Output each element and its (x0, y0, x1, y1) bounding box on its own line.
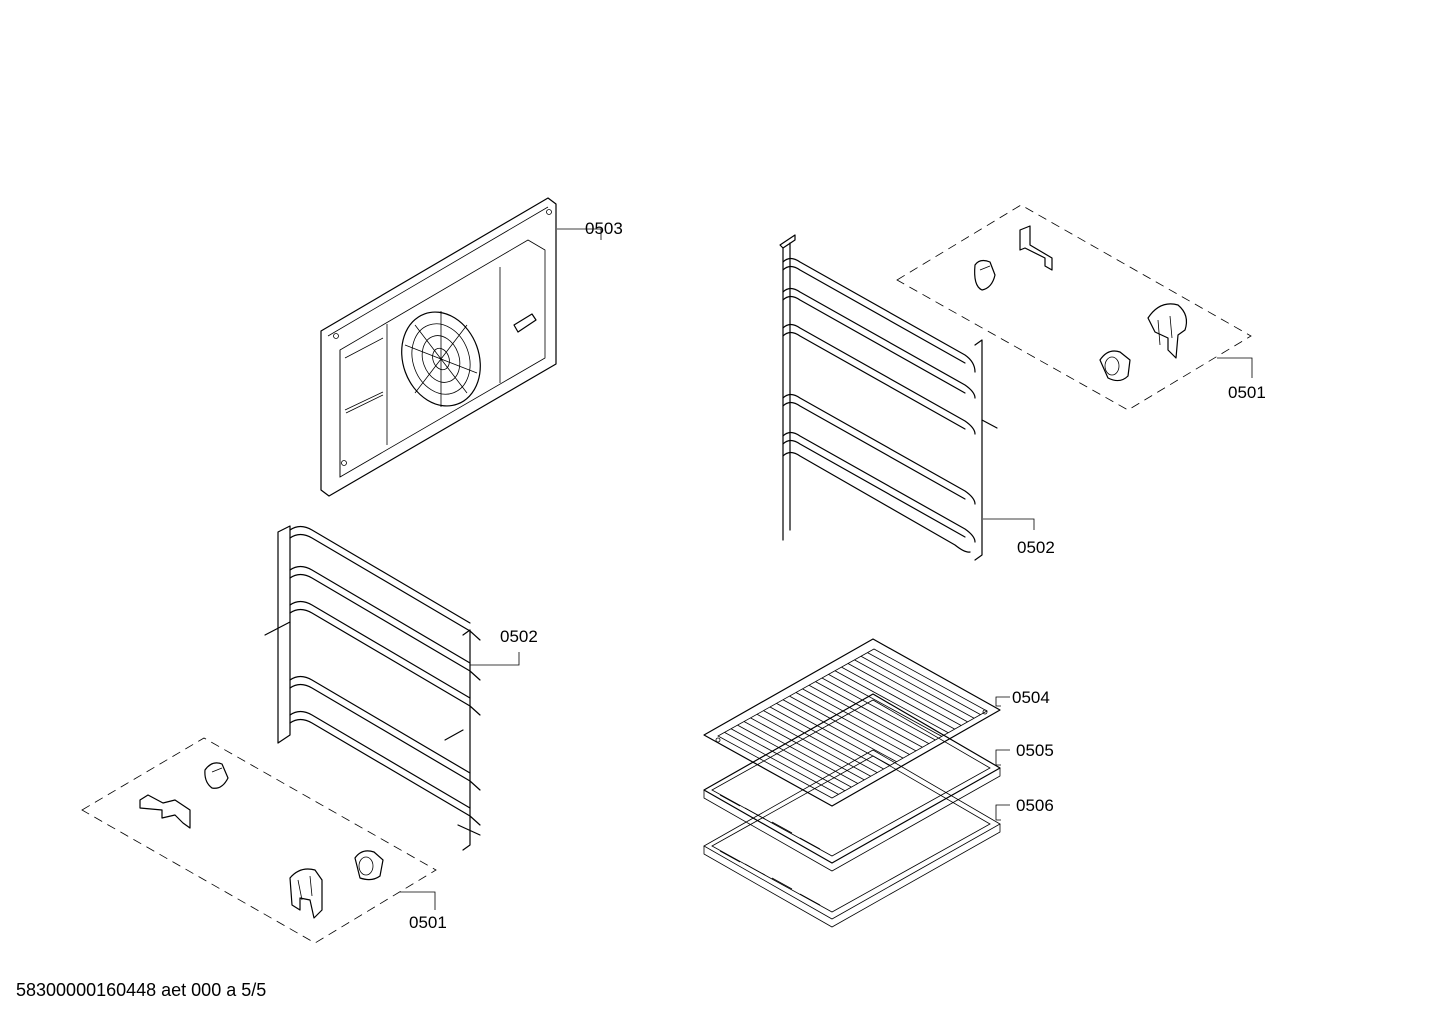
tray-lower-slots (719, 850, 821, 906)
callout-leader-0506 (995, 804, 1010, 821)
shelf-wire (782, 699, 897, 763)
shelf-wire (802, 688, 917, 752)
tray-upper-slots (719, 794, 821, 850)
shelf-wire (724, 732, 839, 795)
shelf-wire (854, 659, 968, 723)
shelf-wire (769, 706, 884, 770)
shelf-wire (730, 728, 846, 792)
callout-label-0506: 0506 (1016, 796, 1054, 815)
callout-label-0502-right: 0502 (1017, 538, 1055, 557)
fixings-set-right[interactable] (896, 204, 1252, 411)
shelf-wire (750, 717, 865, 781)
shelf-wire (847, 663, 962, 726)
shelf-wire (789, 695, 904, 759)
shelf-wire (821, 677, 936, 741)
shelf-wire (737, 724, 852, 788)
fan-cover-panel[interactable] (320, 197, 557, 497)
callout-leader-0505 (995, 749, 1010, 766)
callout-label-0504: 0504 (1012, 688, 1050, 707)
shelf-wire (776, 703, 891, 766)
document-id: 58300000160448 aet 000 a 5/5 (16, 980, 267, 1000)
callout-label-0505: 0505 (1016, 741, 1054, 760)
callout-leader-0503 (557, 228, 602, 240)
callout-label-0501-right: 0501 (1228, 383, 1266, 402)
callout-label-0503: 0503 (585, 219, 623, 238)
shelf-wire (841, 666, 955, 730)
shelf-wire (795, 692, 910, 755)
baking-tray-upper[interactable] (703, 693, 1001, 872)
callout-leader-0502-left (470, 652, 520, 666)
fixings-set-left[interactable] (81, 737, 437, 944)
callout-leader-0501-left (400, 891, 436, 910)
shelf-wire (815, 681, 930, 744)
side-rail-right[interactable] (779, 234, 998, 561)
shelf-wire (828, 674, 942, 737)
shelf-wire (860, 655, 975, 719)
shelf-wire (867, 652, 981, 715)
wire-shelf[interactable] (703, 638, 1001, 807)
callout-label-0502-left: 0502 (500, 627, 538, 646)
shelf-wire (756, 713, 871, 777)
callout-leader-0502-right (983, 518, 1035, 530)
callout-label-0501-left: 0501 (409, 913, 447, 932)
shelf-wire (743, 721, 859, 784)
callout-leader-0504 (995, 696, 1010, 707)
side-rail-left[interactable] (264, 525, 481, 851)
shelf-wire (763, 710, 878, 773)
shelf-wire (834, 670, 949, 734)
baking-tray-lower[interactable] (703, 749, 1001, 928)
shelf-wire (808, 684, 923, 748)
callout-leader-0501-right (1217, 357, 1253, 378)
